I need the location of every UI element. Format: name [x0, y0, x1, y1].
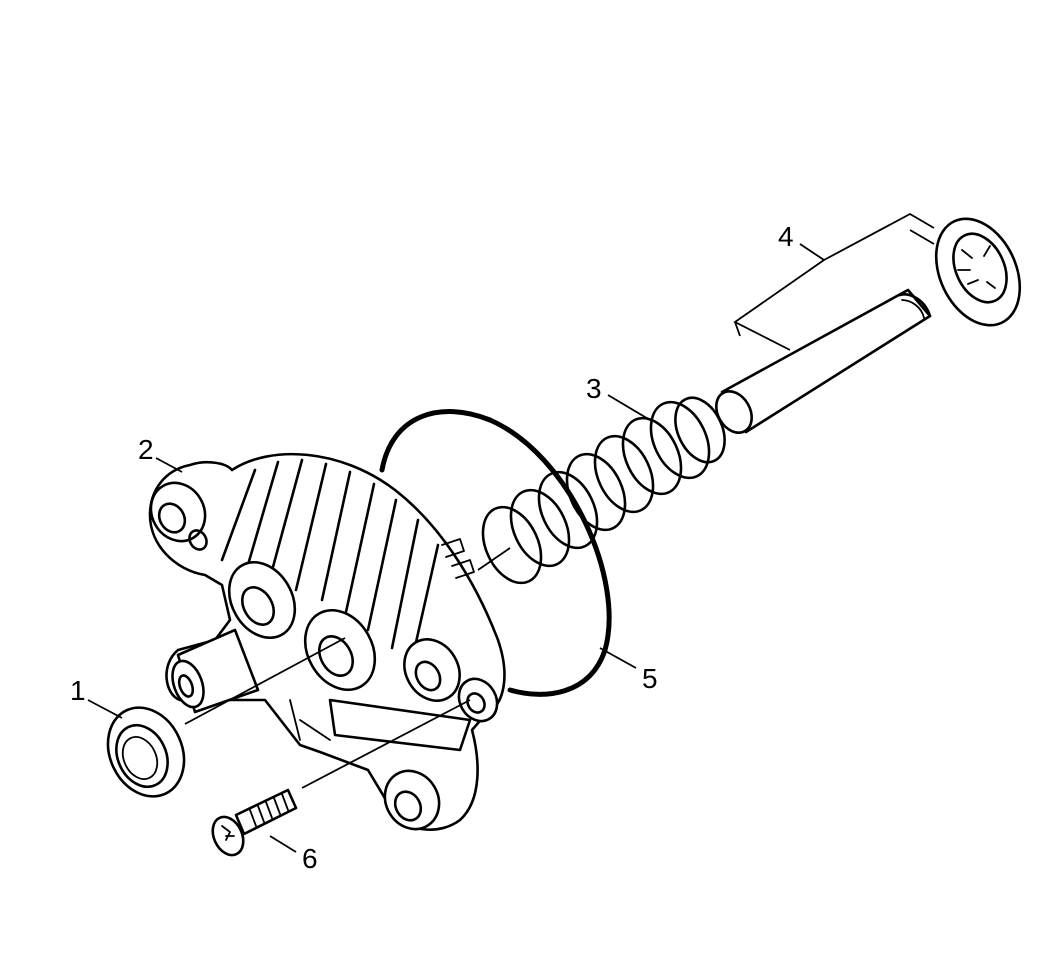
callout-5: 5 — [642, 663, 658, 694]
callout-6: 6 — [302, 843, 318, 874]
callouts: 1 2 3 4 5 6 — [70, 221, 794, 874]
o-ring-part — [379, 409, 612, 697]
housing-part — [148, 452, 506, 831]
seal-part — [106, 706, 186, 798]
pin-and-washer-part — [715, 217, 1022, 434]
callout-2: 2 — [138, 434, 154, 465]
callout-3: 3 — [586, 373, 602, 404]
spring-part — [481, 396, 726, 585]
leader-lines — [87, 212, 935, 853]
callout-1: 1 — [70, 675, 86, 706]
callout-4: 4 — [778, 221, 794, 252]
screw-part — [211, 788, 298, 857]
